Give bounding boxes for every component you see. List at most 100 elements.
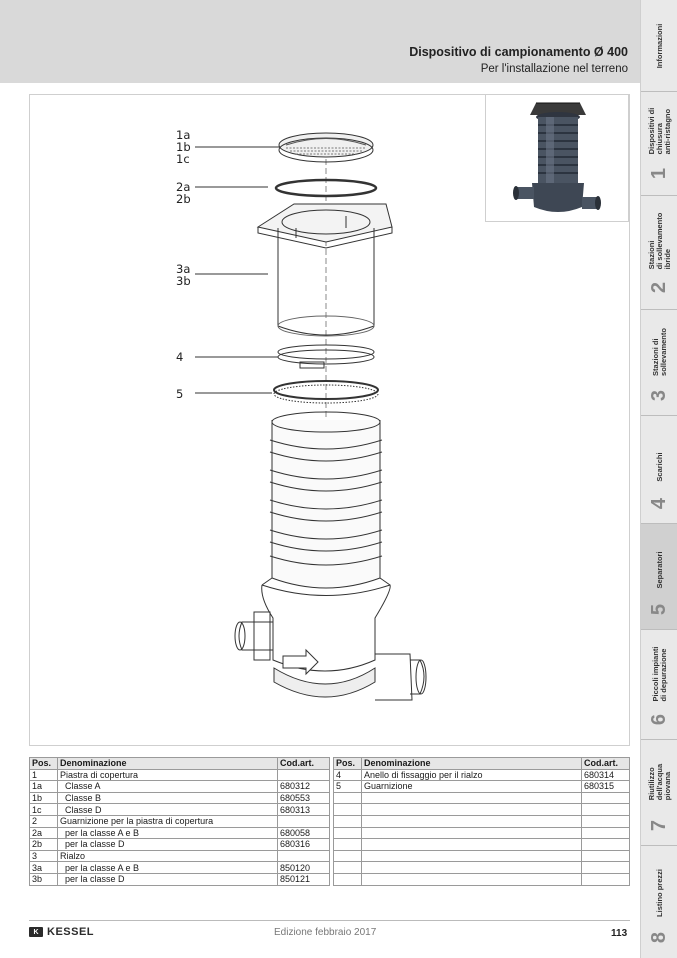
table-row: [333, 861, 630, 874]
chapter-label: Informazioni: [654, 23, 664, 68]
table-cell: [581, 838, 630, 851]
table-cell: [581, 872, 630, 886]
table-cell: [333, 861, 362, 874]
footer-divider: [29, 920, 630, 921]
table-cell: 1: [29, 768, 58, 782]
chapter-tab-4[interactable]: Scarichi 4: [641, 416, 677, 524]
chapter-tab-1[interactable]: Dispositivi di chiusura anti-ristagno 1: [641, 92, 677, 196]
table-cell: 850120: [277, 861, 330, 874]
table-cell: 5: [333, 780, 362, 793]
table-cell: [333, 814, 362, 828]
gasket-ring: [273, 380, 379, 404]
table-cell: per la classe A e B: [57, 826, 278, 840]
table-cell: [581, 791, 630, 805]
cover-plate: [278, 132, 374, 163]
edition-text: Edizione febbraio 2017: [274, 927, 377, 938]
table-cell: 3b: [29, 872, 58, 886]
chapter-label: Dispositivi di chiusura anti-ristagno: [646, 107, 672, 155]
table-row: [333, 814, 630, 828]
table-cell: 3a: [29, 861, 58, 874]
table-header-row: Pos. Denominazione Cod.art.: [333, 757, 630, 770]
table-cell: [581, 826, 630, 840]
kessel-logo: K KESSEL: [29, 926, 94, 938]
inlet-pipe: [234, 611, 273, 661]
logo-mark-icon: K: [29, 927, 43, 937]
fixing-ring: [277, 344, 375, 369]
chapter-number: 5: [648, 603, 670, 616]
chapter-label: Stazioni di sollevamento ibride: [646, 212, 672, 270]
gasket-cover: [274, 178, 378, 198]
table-cell: [333, 872, 362, 886]
chapter-tab-8[interactable]: Listino prezzi 8: [641, 846, 677, 958]
chapter-tab-7[interactable]: Riutilizzo dell'acqua piovana 7: [641, 740, 677, 846]
exploded-drawing-frame: [29, 94, 630, 746]
table-cell: per la classe D: [57, 838, 278, 851]
table-row: [333, 826, 630, 840]
chapter-label: Piccoli impianti di depurazione: [650, 646, 668, 702]
chapter-number: 6: [648, 713, 670, 726]
table-cell: [333, 838, 362, 851]
exploded-view-drawing: [195, 132, 427, 701]
table-cell: [277, 849, 330, 863]
table-cell: 680058: [277, 826, 330, 840]
table-row: [333, 872, 630, 886]
table-cell: 680314: [581, 768, 630, 782]
chapter-tab-6[interactable]: Piccoli impianti di depurazione 6: [641, 630, 677, 740]
flow-arrow: [282, 648, 319, 676]
table-cell: [581, 849, 630, 863]
chapter-number: 1: [648, 167, 670, 180]
chapter-label: Listino prezzi: [654, 869, 664, 917]
table-cell: [333, 803, 362, 816]
page-number: 113: [611, 928, 628, 939]
table-cell: [581, 814, 630, 828]
table-cell: Classe B: [57, 791, 278, 805]
riser-frame: [256, 203, 393, 337]
chapter-tab-2[interactable]: Stazioni di sollevamento ibride 2: [641, 196, 677, 310]
table-cell: 2: [29, 814, 58, 828]
chapter-label: Stazioni di sollevamento: [650, 328, 668, 376]
callout-5: 5: [176, 387, 184, 401]
column-header: Denominazione: [57, 757, 278, 770]
table-cell: 680313: [277, 803, 330, 816]
table-cell: per la classe D: [57, 872, 278, 886]
table-cell: [581, 861, 630, 874]
table-cell: 1c: [29, 803, 58, 816]
table-cell: 680553: [277, 791, 330, 805]
table-cell: Guarnizione: [361, 780, 582, 793]
outlet-pipe: [375, 653, 427, 701]
chapter-tab-5[interactable]: Separatori 5: [641, 524, 677, 630]
table-cell: 2a: [29, 826, 58, 840]
chapter-label: Riutilizzo dell'acqua piovana: [646, 763, 672, 801]
table-cell: [361, 872, 582, 886]
chapter-label: Scarichi: [654, 452, 664, 482]
table-cell: [333, 791, 362, 805]
column-header: Pos.: [333, 757, 362, 770]
callout-4: 4: [176, 350, 184, 364]
column-header: Denominazione: [361, 757, 582, 770]
table-cell: [333, 849, 362, 863]
callout-2: 2a 2b: [176, 180, 191, 206]
chapter-tab-3[interactable]: Stazioni di sollevamento 3: [641, 310, 677, 416]
table-cell: Anello di fissaggio per il rialzo: [361, 768, 582, 782]
table-cell: [361, 826, 582, 840]
table-cell: Guarnizione per la piastra di copertura: [57, 814, 278, 828]
product-photo: [485, 94, 629, 222]
table-cell: 3: [29, 849, 58, 863]
table-cell: per la classe A e B: [57, 861, 278, 874]
table-cell: [277, 768, 330, 782]
table-cell: 4: [333, 768, 362, 782]
page-header: Dispositivo di campionamento Ø 400 Per l…: [0, 0, 640, 83]
table-cell: 680315: [581, 780, 630, 793]
chapter-tab-informazioni[interactable]: Informazioni: [641, 0, 677, 92]
